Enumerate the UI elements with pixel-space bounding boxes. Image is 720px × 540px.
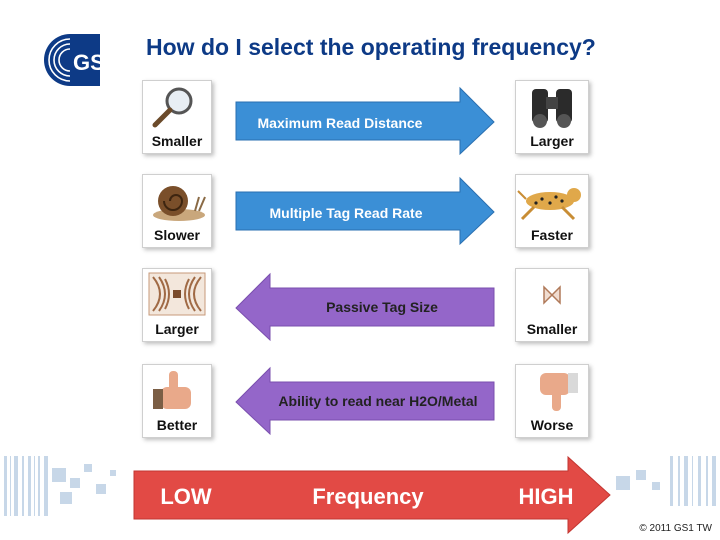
tile-left-row-4: Better bbox=[142, 364, 212, 438]
arrow-label: Passive Tag Size bbox=[326, 299, 438, 315]
frequency-high-label: HIGH bbox=[519, 484, 574, 509]
tile-label: Better bbox=[156, 417, 198, 433]
cheetah-icon bbox=[517, 188, 581, 221]
tile-label: Faster bbox=[530, 227, 574, 243]
page-title: How do I select the operating frequency? bbox=[146, 34, 596, 60]
tile-label: Smaller bbox=[526, 321, 578, 337]
frequency-arrow: LOW Frequency HIGH bbox=[133, 455, 611, 535]
tile-right-row-2: Faster bbox=[515, 174, 589, 248]
frequency-label: Frequency bbox=[312, 484, 424, 509]
tile-left-row-3: Larger bbox=[142, 268, 212, 342]
copyright-text: © 2011 GS1 TW bbox=[639, 523, 712, 534]
binoculars-icon bbox=[532, 89, 572, 128]
arrow-row-1: Maximum Read Distance bbox=[235, 86, 495, 156]
tile-label: Larger bbox=[530, 133, 574, 149]
thumbs-up-icon bbox=[153, 371, 191, 409]
barcode-decoration-right bbox=[616, 456, 716, 506]
tile-right-row-4: Worse bbox=[515, 364, 589, 438]
arrow-row-4: Ability to read near H2O/Metal bbox=[235, 366, 495, 436]
tile-left-row-2: Slower bbox=[142, 174, 212, 248]
arrow-label: Ability to read near H2O/Metal bbox=[278, 393, 477, 409]
barcode-decoration-left bbox=[4, 456, 116, 516]
arrow-label: Multiple Tag Read Rate bbox=[270, 205, 423, 221]
magnifying-glass-icon bbox=[152, 87, 193, 128]
logo-text: GS1 bbox=[73, 50, 117, 75]
frequency-low-label: LOW bbox=[160, 484, 212, 509]
thumbs-down-icon bbox=[540, 373, 578, 411]
large-antenna-tag-icon bbox=[148, 272, 206, 316]
tile-label: Larger bbox=[155, 321, 199, 337]
arrow-label: Maximum Read Distance bbox=[258, 115, 423, 131]
tile-label: Slower bbox=[154, 227, 200, 243]
tile-label: Worse bbox=[530, 417, 574, 433]
snail-icon bbox=[153, 186, 206, 221]
tile-right-row-3: Smaller bbox=[515, 268, 589, 342]
small-antenna-tag-icon bbox=[543, 285, 561, 305]
tile-right-row-1: Larger bbox=[515, 80, 589, 154]
tile-label: Smaller bbox=[151, 133, 203, 149]
gs1-logo: GS1 bbox=[44, 34, 117, 86]
tile-left-row-1: Smaller bbox=[142, 80, 212, 154]
arrow-row-3: Passive Tag Size bbox=[235, 272, 495, 342]
arrow-row-2: Multiple Tag Read Rate bbox=[235, 176, 495, 246]
logo-rings-icon bbox=[44, 34, 100, 86]
